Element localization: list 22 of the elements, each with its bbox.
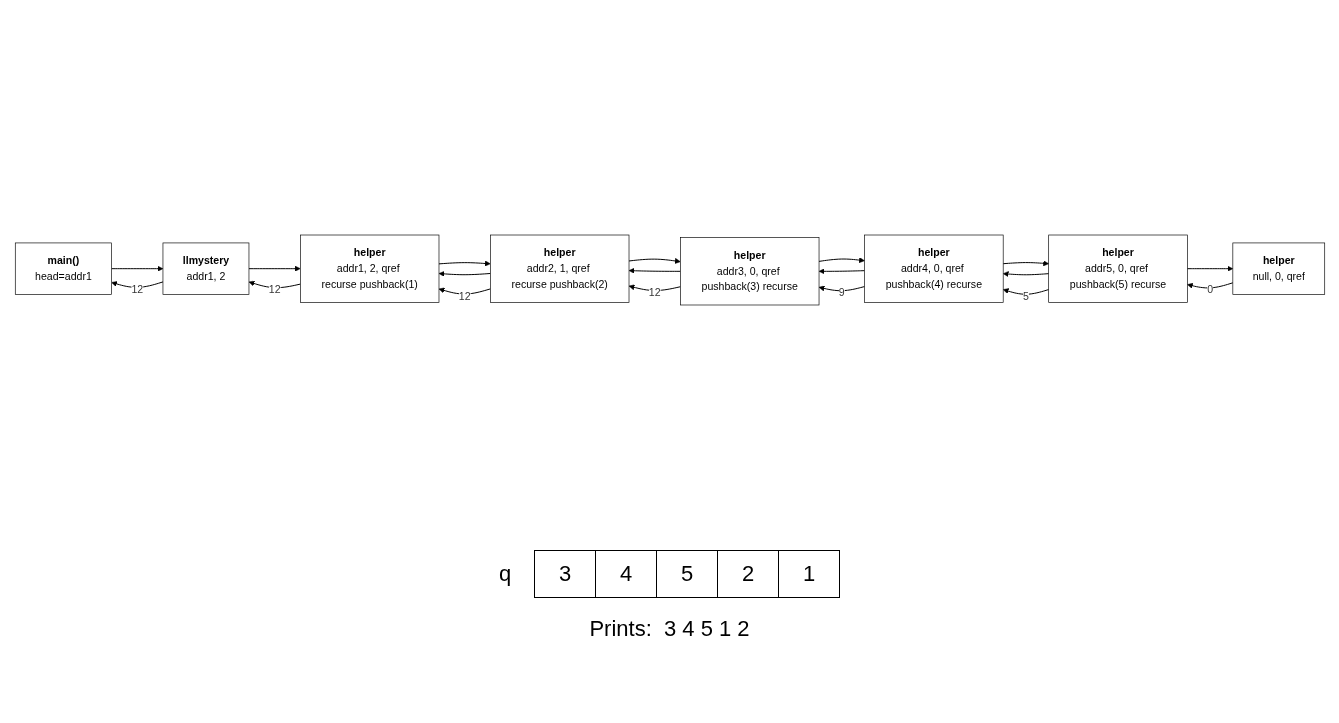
output-text: Prints: 3 4 5 1 2 [589,616,750,642]
array-name: q [498,561,512,587]
edge-label: 9 [838,286,845,298]
node-box: helper addr3, 0, qref pushback(3) recurse [679,237,819,306]
array-cell: 2 [717,550,780,598]
edge-label: 12 [130,283,143,296]
array-cell: 1 [778,550,841,598]
node-box: llmystery addr1, 2 [162,242,249,295]
edge-label: 0 [1206,283,1213,296]
edge-label: 12 [648,286,661,298]
array-cell: 5 [656,550,719,598]
node-box: helper addr1, 2, qref recurse pushback(1) [299,234,439,303]
edge-label: 12 [268,283,281,296]
node-box: main() head=addr1 [14,242,112,295]
array-cell: 4 [595,550,658,598]
node-box: helper addr4, 0, qref pushback(4) recurse [863,234,1004,303]
edge-label: 12 [458,290,471,302]
node-box: helper addr2, 1, qref recurse pushback(2) [489,234,629,303]
array-cell: 3 [534,550,597,598]
node-box: helper addr5, 0, qref pushback(5) recurse [1047,234,1188,303]
node-box: helper null, 0, qref [1232,242,1325,295]
edge-label: 5 [1022,290,1029,302]
